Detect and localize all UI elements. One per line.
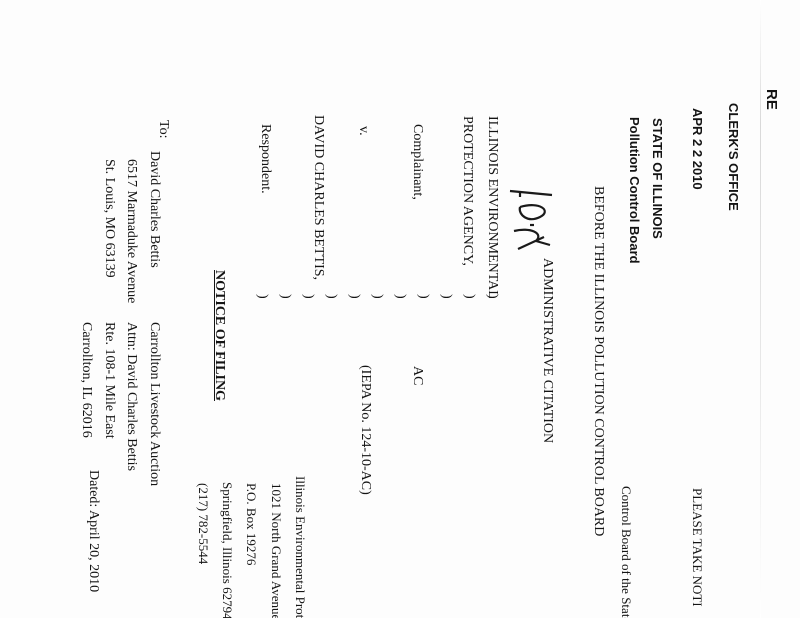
addressee-1-line: St. Louis, MO 63139 xyxy=(102,159,117,278)
caption-paren: ) xyxy=(462,294,477,300)
respondent-role: Respondent. xyxy=(258,124,273,194)
caption-paren: ) xyxy=(439,294,454,300)
complainant-role: Complainant, xyxy=(410,124,425,200)
caption-paren: ) xyxy=(301,294,316,300)
complainant-line-1: ILLINOIS ENVIRONMENTAL xyxy=(485,116,500,299)
handwritten-case-number xyxy=(509,189,553,250)
court-heading: BEFORE THE ILLINOIS POLLUTION CONTROL BO… xyxy=(591,186,606,537)
addressee-1-line: David Charles Bettis xyxy=(147,151,162,268)
stamp-received: RE xyxy=(763,89,780,110)
caption-paren: ) xyxy=(278,294,293,300)
caption-paren: ) xyxy=(393,294,408,300)
versus: v. xyxy=(356,126,371,136)
sender-line: Springfield, Illinois 62794-927 xyxy=(220,482,235,618)
ac-label: AC xyxy=(410,366,425,386)
iepa-number: (IEPA No. 124-10-AC) xyxy=(358,365,373,495)
caption-paren: ) xyxy=(255,294,270,300)
addressee-2-line: Carrollton Livestock Auction xyxy=(147,322,162,487)
stamp-state: STATE OF ILLINOIS xyxy=(650,118,665,239)
addressee-2-line: Rte. 108-1 Mile East xyxy=(102,322,117,439)
body-line-1: PLEASE TAKE NOTI xyxy=(690,488,705,607)
case-type: ADMINISTRATIVE CITATION xyxy=(540,258,555,444)
addressee-2-line: Carrollton, IL 62016 xyxy=(79,322,94,438)
caption-paren: ) xyxy=(347,294,362,300)
stamp-date: APR 2 2 2010 xyxy=(690,108,705,190)
sender-line: 1021 North Grand Avenue Eas xyxy=(269,483,284,618)
sender-line: P.O. Box 19276 xyxy=(244,483,259,566)
caption-paren: ) xyxy=(370,294,385,300)
to-label: To: xyxy=(156,120,171,139)
addressee-2-line: Attn: David Charles Bettis xyxy=(124,322,139,471)
scan-edge-shadow xyxy=(760,0,761,618)
sender-line: Illinois Environmental Protect xyxy=(293,476,308,618)
dated-line: Dated: April 20, 2010 xyxy=(86,470,101,593)
notice-title: NOTICE OF FILING xyxy=(212,270,227,401)
caption-paren: ) xyxy=(324,294,339,300)
stamp-board: Pollution Control Board xyxy=(627,117,642,264)
stamp-office: CLERK'S OFFICE xyxy=(726,103,741,211)
respondent-name: DAVID CHARLES BETTIS, xyxy=(311,115,326,281)
sender-line: (217) 782-5544 xyxy=(196,483,211,565)
caption-paren: ) xyxy=(416,294,431,300)
complainant-line-2: PROTECTION AGENCY, xyxy=(460,116,475,266)
caption-paren: ) xyxy=(485,294,500,300)
addressee-1-line: 6517 Marmaduke Avenue xyxy=(124,159,139,304)
body-line-2: Control Board of the State of Il xyxy=(619,486,634,618)
